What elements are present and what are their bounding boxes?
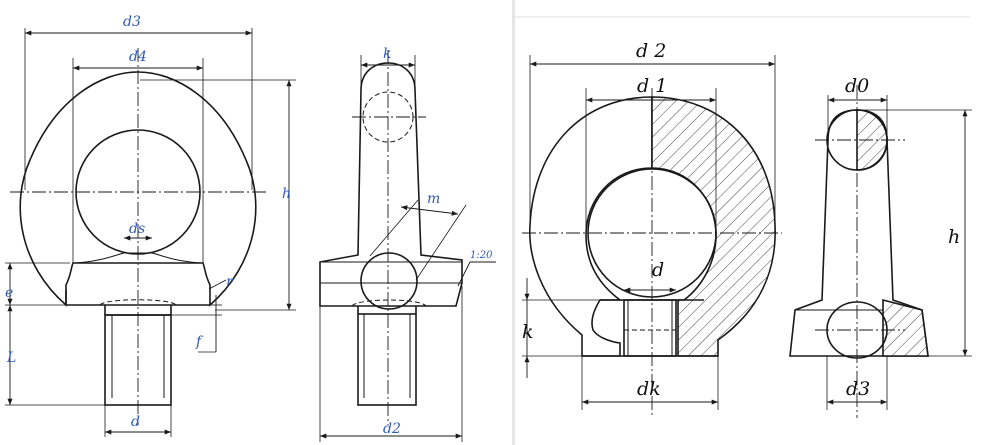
left-labels: d3 d4 k m h ds r e f L d d2 1:20 [5, 14, 493, 437]
right-front-view [522, 88, 782, 418]
label-r: r [226, 274, 234, 290]
label-d4: d4 [129, 49, 147, 65]
left-panel [0, 0, 512, 445]
label-k-right: k [522, 321, 534, 343]
label-d-right: d [652, 259, 664, 281]
label-taper: 1:20 [470, 250, 493, 261]
label-d0-right: d0 [845, 75, 869, 97]
label-d2: d2 [383, 421, 401, 437]
left-side-view [319, 50, 463, 425]
right-side-dimensions [826, 95, 972, 410]
label-k: k [383, 46, 391, 62]
label-d3-right: d3 [846, 378, 870, 400]
left-side-dimensions [319, 55, 496, 442]
label-d2-right: d 2 [636, 40, 666, 62]
label-h-right: h [948, 226, 960, 248]
right-labels: d 2 d 1 d0 h d k dk d3 [522, 40, 960, 400]
left-dimensions [5, 28, 296, 437]
label-h: h [282, 186, 291, 202]
right-side-view [789, 85, 929, 418]
label-d1-right: d 1 [637, 75, 667, 97]
label-d3: d3 [123, 14, 141, 30]
right-front-dimensions [522, 55, 776, 410]
label-m: m [427, 191, 440, 207]
label-e: e [5, 285, 13, 301]
label-d: d [131, 414, 140, 430]
label-L: L [6, 350, 16, 366]
left-front-view [10, 48, 268, 425]
label-f: f [195, 334, 204, 350]
label-ds: ds [129, 221, 145, 237]
label-dk-right: dk [637, 378, 661, 400]
panel-divider [512, 0, 515, 445]
